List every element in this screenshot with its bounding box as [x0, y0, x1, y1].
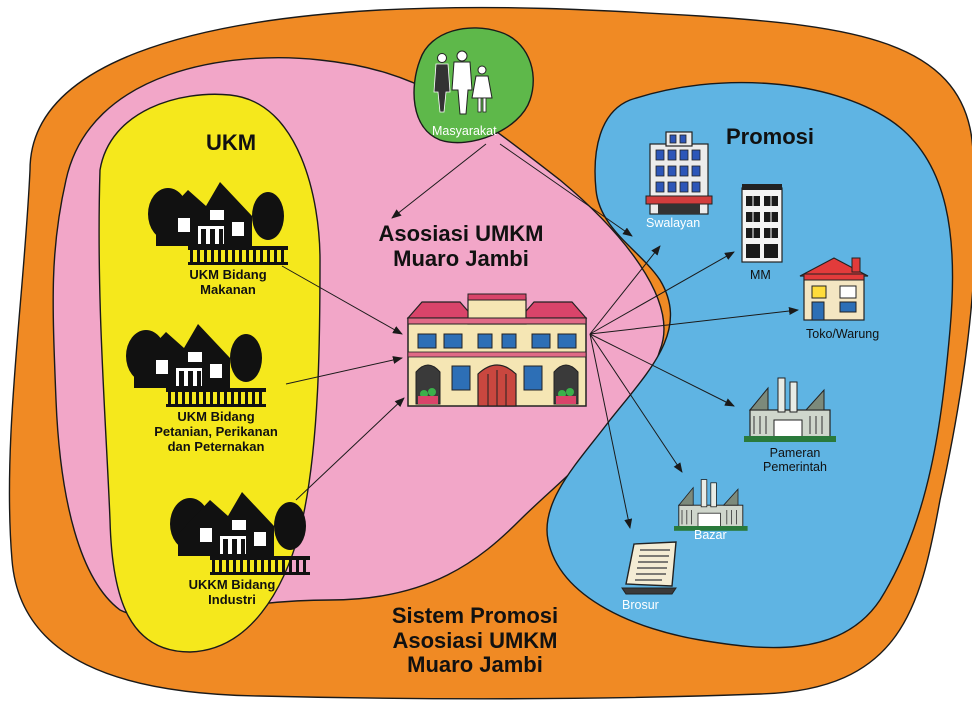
- arrow-to-pameran: [589, 333, 735, 407]
- arrow-industri-to-asosiasi: [295, 397, 405, 501]
- supermarket-icon: [645, 131, 713, 215]
- ukm-title: UKM: [206, 130, 257, 155]
- toko-label: Toko/Warung: [806, 327, 880, 341]
- ukm-makanan-label: UKM Bidang Makanan: [170, 267, 286, 298]
- family-icon: [433, 50, 493, 115]
- ukm-pertanian-label: UKM Bidang Petanian, Perikanan dan Peter…: [134, 409, 298, 455]
- promosi-title: Promosi: [726, 124, 815, 149]
- asosiasi-title-line1: Asosiasi UMKM: [378, 221, 544, 246]
- arrow-makanan-to-asosiasi: [281, 265, 403, 335]
- brochure-icon: [621, 541, 677, 595]
- bazar-label: Bazar: [694, 528, 727, 542]
- arrow-masyarakat-to-swalayan: [499, 143, 633, 237]
- arrow-to-toko: [589, 307, 799, 335]
- pameran-label: Pameran Pemerintah: [750, 446, 840, 475]
- swalayan-label: Swalayan: [646, 216, 701, 230]
- arrow-masyarakat-to-asosiasi: [391, 143, 487, 219]
- pameran-line1: Pameran: [769, 446, 821, 460]
- ukm-pertanian-line2: Petanian, Perikanan: [154, 423, 278, 439]
- sistem-title-line2: Asosiasi UMKM: [392, 627, 558, 653]
- brosur-label: Brosur: [622, 598, 659, 612]
- arrow-to-brosur: [589, 333, 633, 529]
- ukm-pertanian-line3: dan Peternakan: [167, 438, 265, 454]
- ukm-industri-label: UKKM Bidang Industri: [172, 577, 292, 608]
- asosiasi-title: Asosiasi UMKM Muaro Jambi: [370, 221, 552, 271]
- shop-icon: [799, 257, 869, 321]
- asosiasi-title-line2: Muaro Jambi: [393, 245, 529, 271]
- arrow-to-bazar: [589, 333, 683, 473]
- ukm-pertanian-line1: UKM Bidang: [177, 409, 255, 424]
- mall-icon: [741, 184, 783, 263]
- arrow-to-swalayan: [589, 245, 661, 335]
- promosi-region: [546, 81, 954, 649]
- association-building-icon: [406, 293, 588, 407]
- sistem-title-line1: Sistem Promosi: [391, 603, 559, 628]
- sistem-title: Sistem Promosi Asosiasi UMKM Muaro Jambi: [380, 603, 570, 678]
- sistem-title-line3: Muaro Jambi: [407, 652, 543, 678]
- ukm-makanan-line2: Makanan: [200, 281, 256, 297]
- arrow-to-mm: [589, 251, 735, 335]
- ukm-industri-line2: Industri: [208, 591, 256, 607]
- ukm-industri-line1: UKKM Bidang: [188, 577, 276, 592]
- arrow-pertanian-to-asosiasi: [285, 356, 403, 385]
- pameran-line2: Pemerintah: [763, 460, 827, 475]
- ukm-makanan-line1: UKM Bidang: [189, 267, 267, 282]
- masyarakat-label: Masyarakat: [432, 124, 497, 138]
- arrows: [281, 143, 799, 529]
- mm-label: MM: [750, 268, 771, 282]
